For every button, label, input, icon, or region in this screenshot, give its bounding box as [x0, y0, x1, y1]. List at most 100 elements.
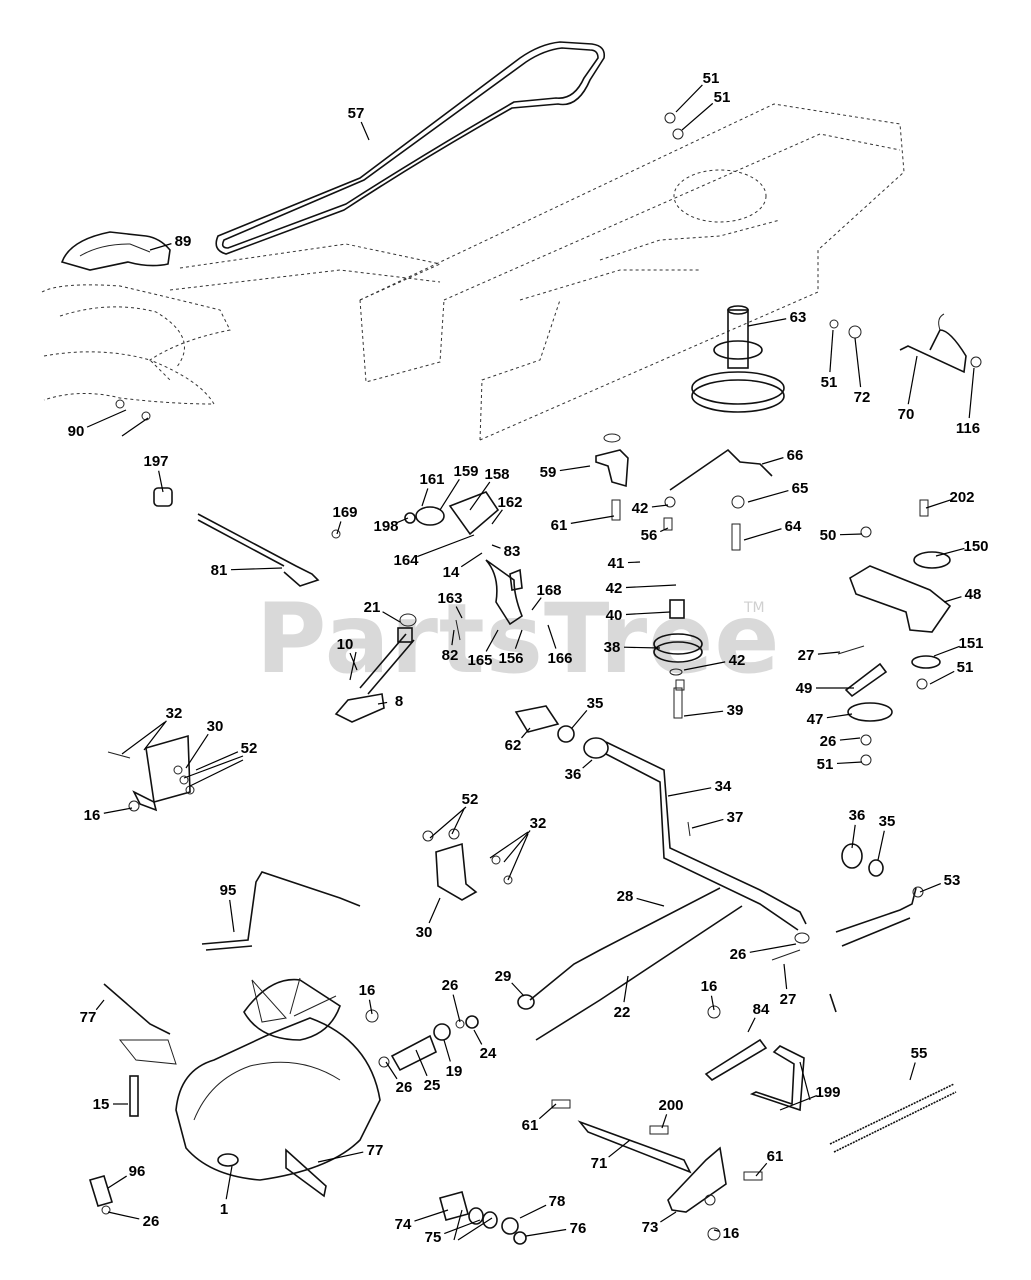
spring-27 — [771, 932, 837, 1013]
leader-line-197 — [158, 470, 164, 493]
callout-29: 29 — [495, 968, 512, 985]
leader-line-74 — [414, 1209, 449, 1222]
chassis-rear-body — [41, 243, 441, 405]
callout-55: 55 — [911, 1045, 928, 1062]
leader-line-52 — [451, 807, 466, 835]
callout-34: 34 — [715, 778, 732, 795]
callout-1: 1 — [220, 1201, 228, 1218]
leader-line-42 — [683, 661, 726, 671]
callout-95: 95 — [220, 882, 237, 899]
leader-line-198 — [397, 517, 409, 524]
callout-51: 51 — [703, 70, 720, 87]
leader-line-95 — [229, 899, 235, 933]
callout-50: 50 — [820, 527, 837, 544]
leader-line-extra — [453, 1209, 463, 1241]
washers-36-35 — [841, 843, 884, 877]
callout-71: 71 — [591, 1155, 608, 1172]
callout-16: 16 — [723, 1225, 740, 1242]
leader-line-51 — [836, 761, 863, 765]
callout-62: 62 — [505, 737, 522, 754]
leader-line-16 — [368, 999, 373, 1015]
drive-belt-57 — [215, 41, 606, 255]
leader-line-51 — [829, 329, 834, 373]
leader-line-61 — [755, 1162, 768, 1177]
leader-line-73 — [660, 1211, 677, 1223]
leader-line-21 — [382, 611, 401, 623]
callout-73: 73 — [642, 1219, 659, 1236]
leader-line-35 — [877, 830, 885, 861]
callout-162: 162 — [497, 494, 522, 511]
leader-line-72 — [854, 337, 862, 388]
callout-65: 65 — [792, 480, 809, 497]
callout-22: 22 — [614, 1004, 631, 1021]
callout-27: 27 — [798, 647, 815, 664]
leader-line-26 — [107, 1211, 140, 1220]
callout-51: 51 — [714, 89, 731, 106]
callout-26: 26 — [730, 946, 747, 963]
callout-150: 150 — [963, 538, 988, 555]
callout-198: 198 — [373, 518, 398, 535]
leader-line-26 — [839, 737, 861, 741]
leader-line-158 — [469, 481, 491, 511]
bushings-74-75 — [439, 1191, 527, 1245]
leader-line-82 — [451, 629, 455, 646]
leader-line-89 — [149, 243, 172, 251]
leader-line-77 — [317, 1151, 364, 1163]
leader-line-84 — [747, 1017, 756, 1033]
leader-line-76 — [525, 1228, 567, 1237]
leader-line-extra — [507, 833, 529, 881]
callout-30: 30 — [207, 718, 224, 735]
leader-line-extra — [183, 755, 244, 779]
callout-26: 26 — [143, 1213, 160, 1230]
bracket-71 — [577, 1120, 727, 1213]
leader-line-202 — [925, 499, 951, 509]
leader-line-27 — [817, 651, 841, 655]
leader-line-16 — [710, 995, 715, 1011]
leader-line-36 — [582, 759, 593, 769]
callout-165: 165 — [467, 652, 492, 669]
callout-51: 51 — [817, 756, 834, 773]
callout-27: 27 — [780, 991, 797, 1008]
arm-84 — [704, 1038, 768, 1082]
leader-line-26 — [749, 943, 797, 953]
spring-stack — [378, 1015, 479, 1072]
callout-26: 26 — [442, 977, 459, 994]
callout-90: 90 — [68, 423, 85, 440]
callout-197: 197 — [143, 453, 168, 470]
leader-line-14 — [460, 552, 483, 568]
leader-line-42 — [651, 504, 669, 508]
leader-line-extra — [799, 1061, 811, 1101]
bracket-59 — [595, 433, 629, 488]
callout-37: 37 — [727, 809, 744, 826]
callout-70: 70 — [898, 406, 915, 423]
callout-51: 51 — [957, 659, 974, 676]
callout-161: 161 — [419, 471, 444, 488]
leader-line-26 — [385, 1061, 398, 1080]
rod-66 — [669, 448, 773, 491]
leader-line-16 — [103, 807, 133, 814]
leader-line-90 — [86, 409, 127, 428]
callout-35: 35 — [879, 813, 896, 830]
rods-28-22 — [517, 887, 743, 1041]
leader-line-38 — [623, 646, 661, 649]
callout-61: 61 — [522, 1117, 539, 1134]
leader-line-32 — [143, 720, 167, 751]
leader-line-47 — [826, 713, 853, 719]
leader-line-166 — [547, 624, 557, 649]
callout-16: 16 — [84, 807, 101, 824]
callout-200: 200 — [658, 1097, 683, 1114]
callout-39: 39 — [727, 702, 744, 719]
linkage-cluster — [404, 491, 523, 641]
leader-line-36 — [851, 824, 856, 849]
leader-line-162 — [491, 509, 503, 525]
leader-line-150 — [935, 547, 965, 557]
leader-line-165 — [485, 629, 499, 652]
leader-line-30 — [185, 733, 209, 769]
hardware — [101, 112, 982, 1241]
frame — [359, 103, 905, 441]
callout-202: 202 — [949, 489, 974, 506]
leader-line-70 — [907, 355, 918, 405]
callout-75: 75 — [425, 1229, 442, 1246]
leader-line-37 — [691, 818, 724, 829]
callout-63: 63 — [790, 309, 807, 326]
